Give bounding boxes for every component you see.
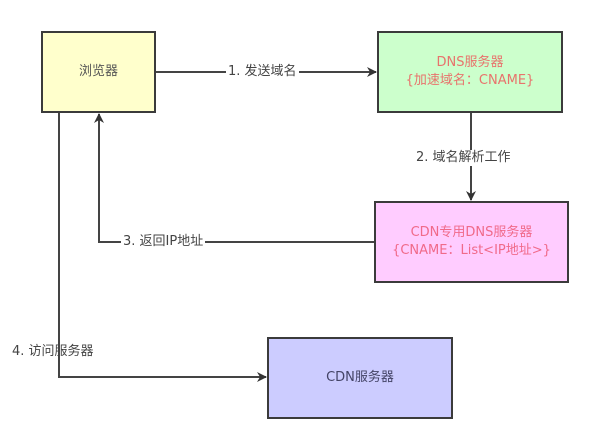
dns-server-node: DNS服务器 {加速域名：CNAME}	[377, 31, 563, 113]
browser-node: 浏览器	[41, 31, 156, 113]
edge-access-server	[58, 113, 267, 382]
cdn-server-node: CDN服务器	[267, 337, 453, 419]
cdn-server-label: CDN服务器	[326, 370, 394, 385]
edge-label-send-domain: 1. 发送域名	[226, 64, 299, 80]
dns-server-mapping: {加速域名：CNAME}	[405, 73, 535, 88]
edge-return-ip	[94, 113, 374, 243]
dns-server-title: DNS服务器	[436, 55, 504, 70]
edge-label-return-ip: 3. 返回IP地址	[121, 234, 206, 250]
cdn-dns-server-mapping: {CNAME：List<IP地址>}	[392, 243, 551, 258]
cdn-dns-server-node: CDN专用DNS服务器 {CNAME：List<IP地址>}	[374, 201, 569, 283]
browser-label: 浏览器	[78, 64, 118, 79]
cdn-dns-server-title: CDN专用DNS服务器	[410, 225, 533, 240]
edge-label-access-server: 4. 访问服务器	[12, 344, 94, 359]
edge-label-domain-resolution: 2. 域名解析工作	[414, 150, 513, 166]
